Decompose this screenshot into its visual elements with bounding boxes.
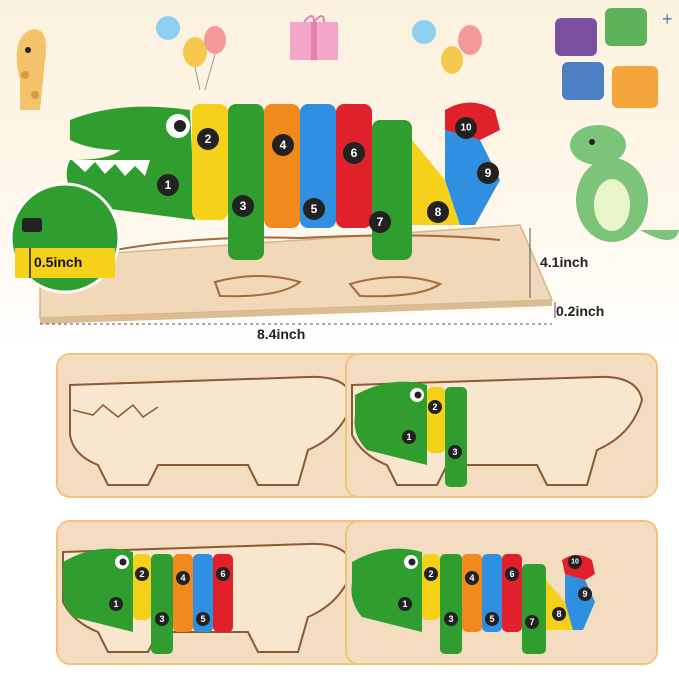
- gift-box-icon: [290, 15, 338, 60]
- svg-text:2: 2: [205, 132, 212, 146]
- product-hero: + 1 2: [0, 0, 679, 345]
- svg-text:2: 2: [432, 402, 437, 412]
- svg-text:4: 4: [469, 573, 474, 583]
- svg-text:4: 4: [280, 138, 287, 152]
- svg-text:6: 6: [351, 146, 358, 160]
- svg-text:7: 7: [529, 617, 534, 627]
- dinosaur-icon: [570, 125, 679, 242]
- svg-text:4: 4: [180, 573, 185, 583]
- svg-text:3: 3: [452, 447, 457, 457]
- thickness-dimension-label: 0.2inch: [556, 303, 605, 319]
- svg-text:2: 2: [428, 569, 433, 579]
- balloon-icon: [412, 20, 482, 74]
- width-dimension-label: 8.4inch: [257, 326, 306, 342]
- panel-empty-board: [56, 353, 369, 498]
- svg-text:+: +: [662, 9, 673, 29]
- panel-six-pieces: 1 2 3 4 5 6: [56, 520, 369, 665]
- svg-text:1: 1: [113, 599, 118, 609]
- svg-text:10: 10: [571, 559, 579, 566]
- height-dimension-label: 4.1inch: [540, 254, 589, 270]
- svg-text:9: 9: [582, 589, 587, 599]
- panel-three-pieces: 1 2 3: [345, 353, 658, 498]
- puzzle-pieces-icon: +: [555, 8, 673, 108]
- svg-text:5: 5: [200, 614, 205, 624]
- giraffe-icon: [16, 29, 46, 110]
- svg-text:9: 9: [485, 166, 492, 180]
- svg-text:5: 5: [489, 614, 494, 624]
- svg-text:7: 7: [377, 215, 384, 229]
- svg-text:8: 8: [556, 609, 561, 619]
- svg-text:1: 1: [406, 432, 411, 442]
- svg-text:3: 3: [240, 199, 247, 213]
- svg-text:3: 3: [159, 614, 164, 624]
- svg-text:8: 8: [435, 205, 442, 219]
- svg-text:6: 6: [509, 569, 514, 579]
- hero-illustration: + 1 2: [9, 8, 679, 325]
- balloon-icon: [156, 16, 226, 91]
- crocodile-puzzle: 1 2 3 4 5 6 7 8 9 10: [66, 102, 500, 260]
- svg-text:10: 10: [460, 123, 472, 134]
- piece-thickness-inset: [9, 182, 121, 294]
- svg-text:6: 6: [220, 569, 225, 579]
- svg-text:1: 1: [402, 599, 407, 609]
- panel-complete: 1 2 3 4 5 6 7 8 9 10: [345, 520, 658, 665]
- piece-thickness-label: 0.5inch: [34, 254, 83, 270]
- svg-text:3: 3: [448, 614, 453, 624]
- svg-text:1: 1: [165, 178, 172, 192]
- svg-text:2: 2: [139, 569, 144, 579]
- svg-text:5: 5: [311, 202, 318, 216]
